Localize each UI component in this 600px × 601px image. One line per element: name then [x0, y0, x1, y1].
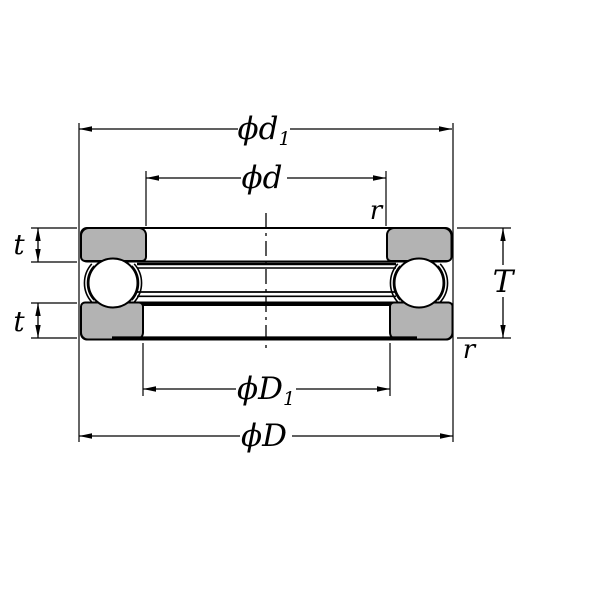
ball-right [393, 257, 445, 309]
arrowhead-left [79, 433, 92, 439]
arrowhead-down [35, 325, 41, 338]
arrowhead-right [440, 433, 453, 439]
shaft-washer-section-right [386, 227, 453, 262]
arrowhead-up [500, 228, 506, 241]
arrowhead-left [146, 175, 159, 181]
dim-t-top: t [13, 227, 77, 263]
arrowhead-left [79, 126, 92, 132]
arrowhead-down [500, 325, 506, 338]
dim-phi-D1: ϕD1 [142, 343, 391, 410]
label-phi-D: ϕD [241, 418, 287, 454]
dim-phi-d: ϕd r [145, 160, 387, 226]
arrowhead-right [373, 175, 386, 181]
label-T: T [493, 264, 516, 300]
cage-arc [437, 265, 446, 301]
dim-phi-D: ϕD r [79, 335, 477, 454]
dim-T: T [457, 227, 516, 339]
cage-arc [389, 263, 399, 303]
label-phi-d: ϕd [242, 160, 283, 196]
arrowhead-right [377, 386, 390, 392]
balls [87, 257, 445, 309]
label-phi-d1: ϕd1 [237, 111, 290, 150]
arrowhead-left [143, 386, 156, 392]
ball-left [87, 257, 139, 309]
cage-arc [439, 263, 449, 303]
dim-phi-d1: ϕd1 [78, 111, 454, 442]
arrowhead-down [35, 249, 41, 262]
cage-arc [83, 263, 93, 303]
label-r-bottom: r [463, 335, 477, 365]
label-t-bottom: t [13, 305, 25, 338]
label-r-top: r [370, 196, 384, 226]
arrowhead-up [35, 303, 41, 316]
arrowhead-up [35, 228, 41, 241]
label-t-top: t [13, 228, 25, 261]
cage-arc [86, 265, 95, 301]
shaft-washer-section-left [80, 227, 147, 262]
cage-arc [133, 263, 143, 303]
arrowhead-right [439, 126, 452, 132]
dim-t-bottom: t [13, 302, 77, 339]
cage-arc [131, 265, 140, 301]
cage-arc [392, 265, 401, 301]
cage-pocket-arcs [83, 263, 449, 303]
bearing-body [80, 213, 454, 351]
washer-cross-sections [80, 227, 454, 341]
label-phi-D1: ϕD1 [237, 371, 295, 410]
housing-washer-section-left [80, 301, 144, 341]
